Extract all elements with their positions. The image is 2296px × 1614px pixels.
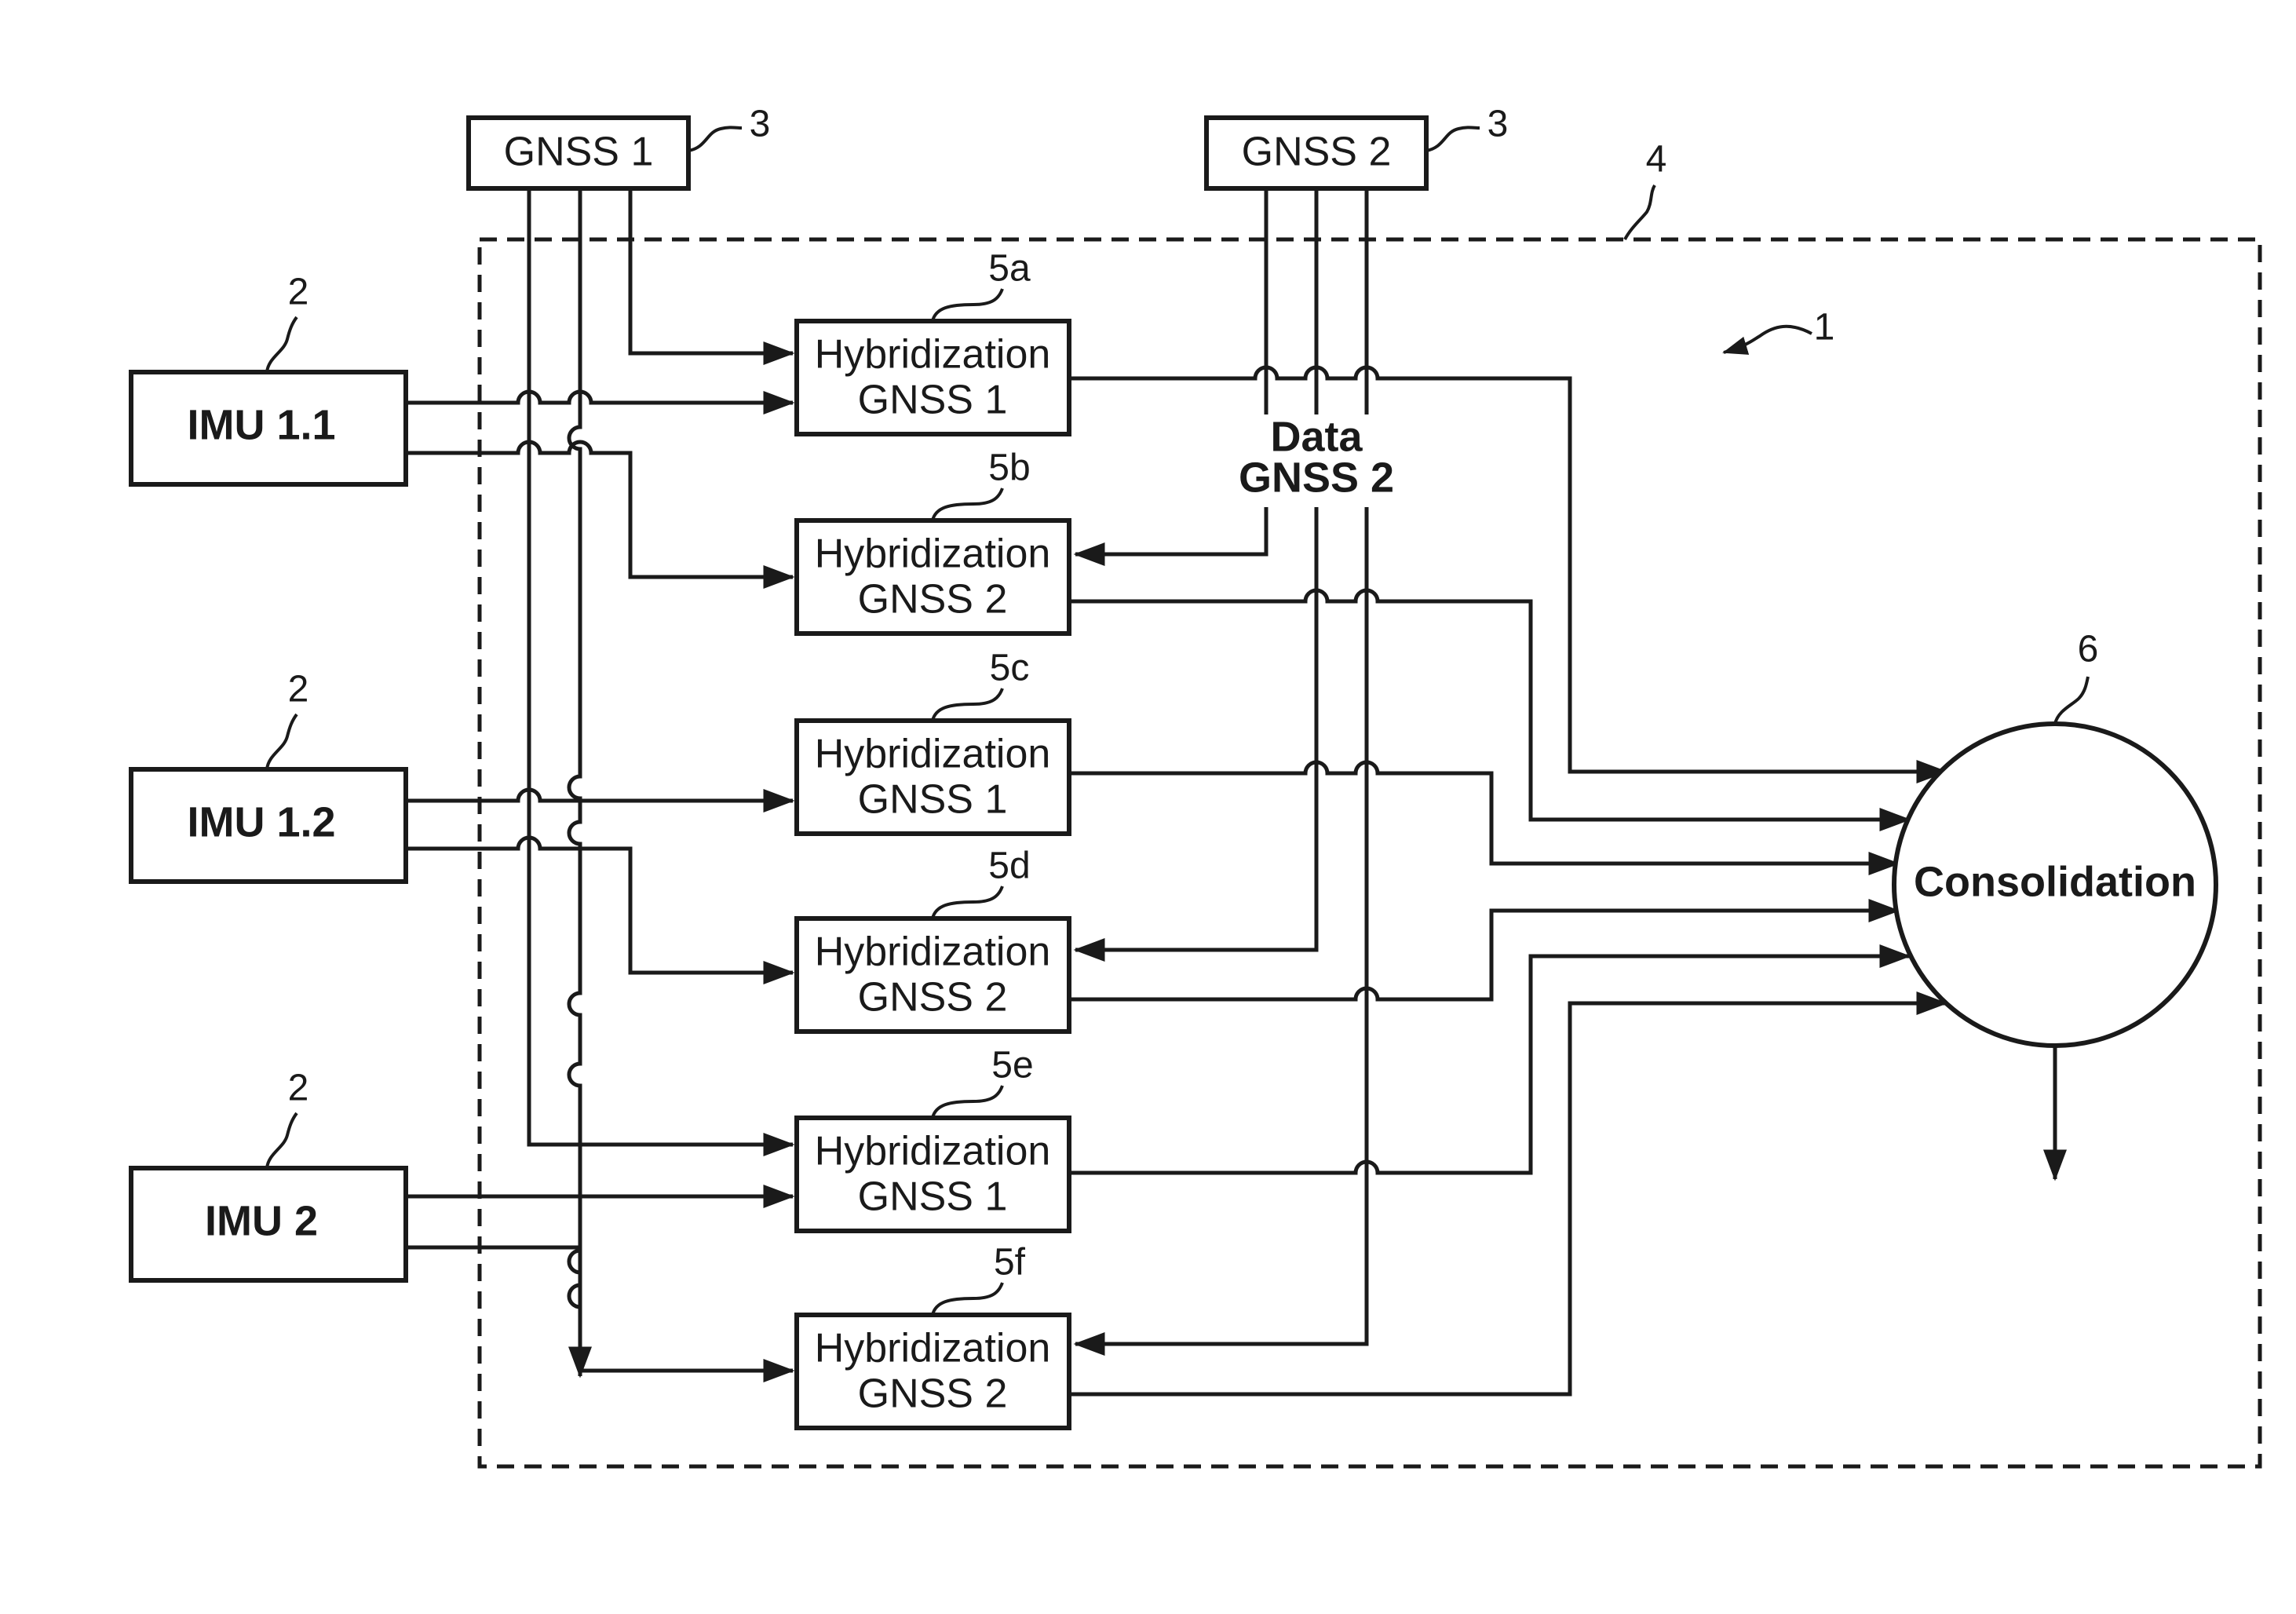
consolidation-label: Consolidation xyxy=(1914,858,2196,905)
hybridization-5c-line2: GNSS 1 xyxy=(858,777,1008,823)
wire-5b-to-consolidation xyxy=(1069,590,1909,820)
connection-wires xyxy=(406,191,2055,1394)
gnss-1-ref: 3 xyxy=(750,104,771,145)
gnss-2-ref-leader xyxy=(1426,127,1480,151)
wire-5c-to-consolidation xyxy=(1069,762,1898,864)
imu-unit-2: IMU 2 2 xyxy=(131,1068,406,1280)
wire-5f-to-consolidation xyxy=(1069,1003,1946,1394)
gnss-1-ref-leader xyxy=(688,127,742,151)
hybridization-block-5e: Hybridization GNSS 1 5e xyxy=(797,1045,1069,1231)
hybridization-5d-line1: Hybridization xyxy=(815,929,1051,975)
hybridization-5c-line1: Hybridization xyxy=(815,732,1051,777)
hybridization-5a-ref: 5a xyxy=(988,248,1031,290)
hybridization-5d-line2: GNSS 2 xyxy=(858,975,1008,1021)
consolidation-node: Consolidation 6 xyxy=(1894,629,2216,1046)
imu-1-1-label: IMU 1.1 xyxy=(187,401,335,448)
gnss-receiver-2: GNSS 2 3 xyxy=(1206,104,1508,188)
imu-1-2-ref-leader xyxy=(267,714,297,769)
hybridization-5d-ref-leader xyxy=(933,886,1002,918)
gnss-receiver-1: GNSS 1 3 xyxy=(469,104,770,188)
hybridization-5e-ref: 5e xyxy=(991,1045,1033,1086)
hybridization-5b-ref-leader xyxy=(933,488,1002,520)
hybridization-5f-ref-leader xyxy=(933,1283,1002,1315)
wire-gnss2-to-5d xyxy=(1075,191,1316,950)
consolidation-ref: 6 xyxy=(2078,629,2099,670)
wire-5e-to-consolidation xyxy=(1069,956,1909,1173)
system-ref-arrow xyxy=(1724,327,1812,352)
imu-2-ref-leader xyxy=(267,1113,297,1168)
imu-1-2-label: IMU 1.2 xyxy=(187,798,335,845)
hybridization-5b-line2: GNSS 2 xyxy=(858,577,1008,623)
data-gnss2-label: Data GNSS 2 xyxy=(1239,413,1394,507)
hybridization-5b-ref: 5b xyxy=(988,447,1030,489)
hybridization-5e-line1: Hybridization xyxy=(815,1129,1051,1174)
hybridization-5e-line2: GNSS 1 xyxy=(858,1174,1008,1220)
system-ref: 1 xyxy=(1814,307,1835,349)
hybridization-block-5d: Hybridization GNSS 2 5d xyxy=(797,845,1069,1032)
gnss-1-label: GNSS 1 xyxy=(504,130,654,175)
hybridization-5a-ref-leader xyxy=(933,289,1002,321)
hybridization-5d-ref: 5d xyxy=(988,845,1030,887)
wire-imu12-to-5d xyxy=(406,838,793,973)
imu-2-label: IMU 2 xyxy=(205,1197,318,1244)
frame-ref-leader xyxy=(1625,185,1655,239)
gnss-2-ref: 3 xyxy=(1487,104,1509,145)
hybridization-block-5f: Hybridization GNSS 2 5f xyxy=(797,1242,1069,1428)
data-gnss2-line1: Data xyxy=(1270,413,1363,460)
hybridization-5a-line2: GNSS 1 xyxy=(858,378,1008,423)
imu-1-1-ref-leader xyxy=(267,317,297,372)
wire-imu11-to-5a xyxy=(406,392,793,403)
hybridization-5f-line1: Hybridization xyxy=(815,1326,1051,1371)
wire-imu11-to-5b xyxy=(406,442,793,577)
hybridization-block-5a: Hybridization GNSS 1 5a xyxy=(797,248,1069,434)
imu-1-2-ref: 2 xyxy=(288,669,309,710)
hybridization-5e-ref-leader xyxy=(933,1086,1002,1118)
wire-imu12-to-5c xyxy=(406,790,793,801)
wire-gnss2-to-5b xyxy=(1075,191,1266,554)
frame-ref: 4 xyxy=(1646,139,1667,181)
hybridization-5f-ref: 5f xyxy=(994,1242,1026,1284)
hybridization-5a-line1: Hybridization xyxy=(815,332,1051,378)
wire-gnss1-to-5a xyxy=(630,191,793,353)
hybridization-block-5b: Hybridization GNSS 2 5b xyxy=(797,447,1069,634)
gnss-2-label: GNSS 2 xyxy=(1242,130,1392,175)
imu-1-1-ref: 2 xyxy=(288,272,309,313)
hybridization-block-5c: Hybridization GNSS 1 5c xyxy=(797,648,1069,834)
consolidation-ref-leader xyxy=(2055,677,2088,724)
data-gnss2-line2: GNSS 2 xyxy=(1239,454,1394,501)
hybridization-5f-line2: GNSS 2 xyxy=(858,1371,1008,1417)
imu-unit-1-2: IMU 1.2 2 xyxy=(131,669,406,882)
hybridization-5c-ref-leader xyxy=(933,688,1002,721)
hybridization-5c-ref: 5c xyxy=(990,648,1030,689)
imu-unit-1-1: IMU 1.1 2 xyxy=(131,272,406,484)
imu-2-ref: 2 xyxy=(288,1068,309,1109)
wire-5a-to-consolidation xyxy=(1069,367,1946,772)
wire-imu2-to-5f xyxy=(406,1247,793,1371)
hybridization-5b-line1: Hybridization xyxy=(815,531,1051,577)
